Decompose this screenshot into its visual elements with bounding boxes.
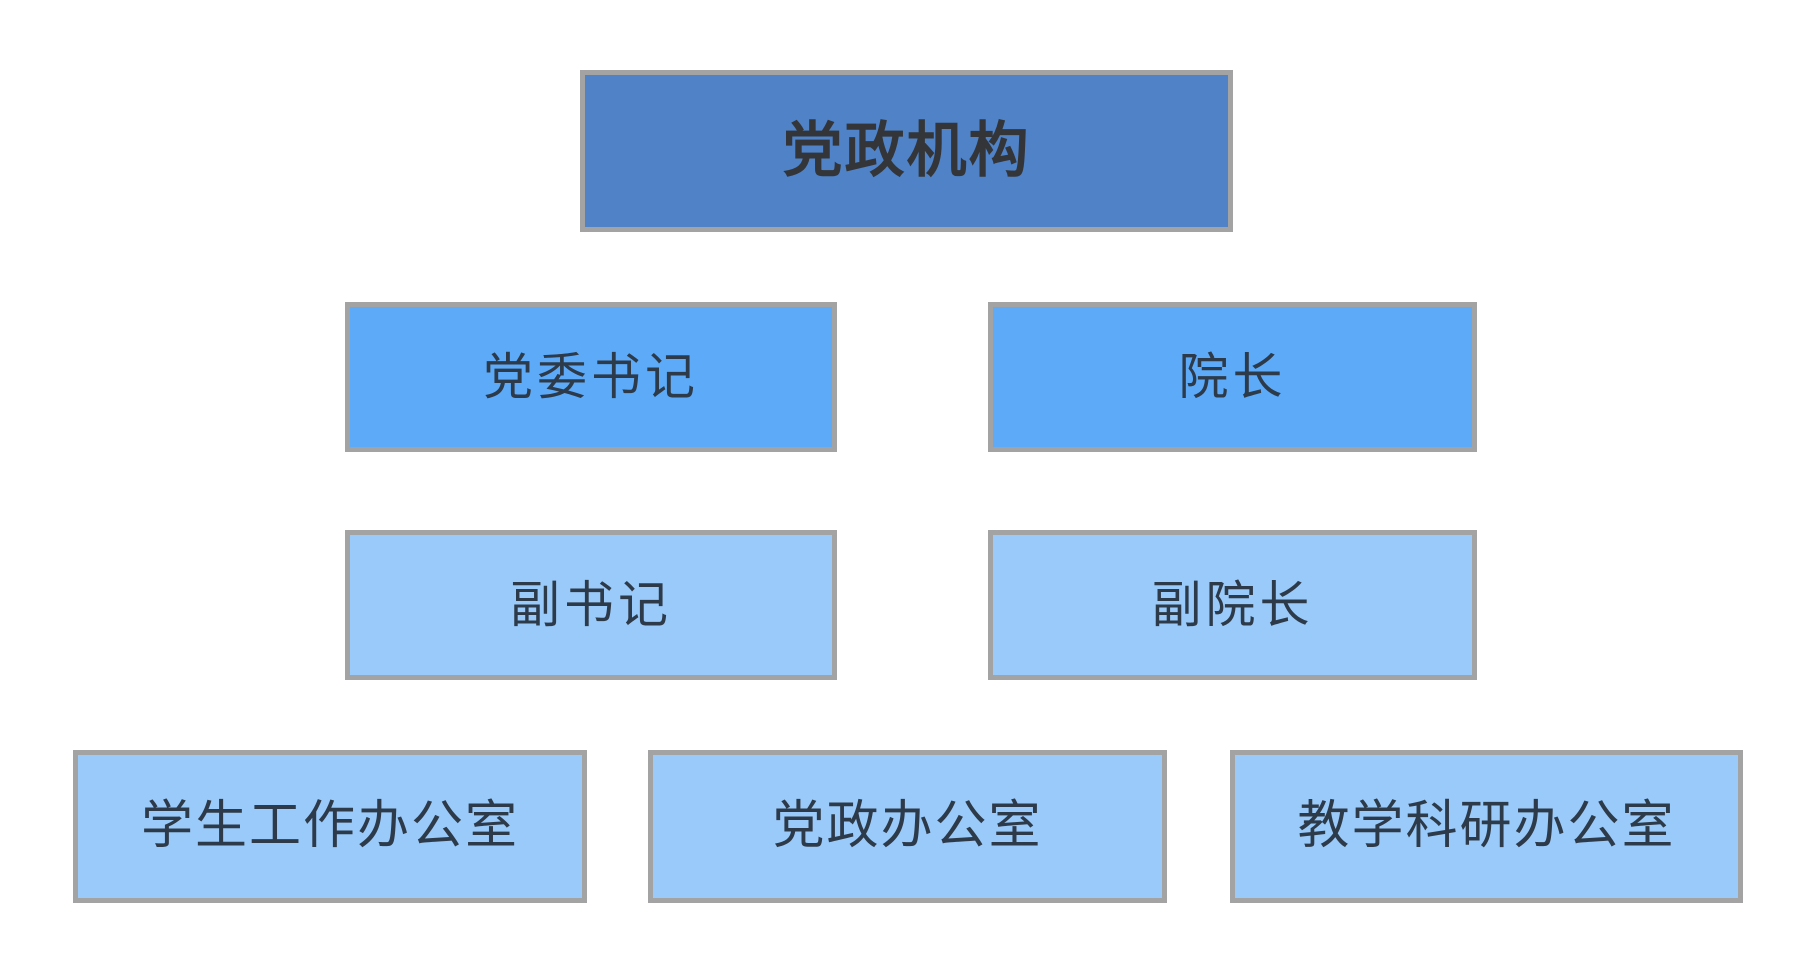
org-node-teaching-research-office: 教学科研办公室 bbox=[1230, 750, 1743, 903]
org-node-party-committee-secretary: 党委书记 bbox=[345, 302, 837, 452]
org-node-label: 党政办公室 bbox=[772, 797, 1043, 855]
org-node-student-affairs-office: 学生工作办公室 bbox=[73, 750, 587, 903]
org-node-label: 副书记 bbox=[510, 577, 672, 633]
org-node-party-government-organization: 党政机构 bbox=[580, 70, 1233, 232]
org-node-label: 院长 bbox=[1178, 349, 1287, 405]
org-node-label: 学生工作办公室 bbox=[140, 797, 519, 855]
org-node-party-government-office: 党政办公室 bbox=[648, 750, 1167, 903]
org-node-deputy-secretary: 副书记 bbox=[345, 530, 837, 680]
org-node-dean: 院长 bbox=[988, 302, 1477, 452]
org-node-label: 副院长 bbox=[1151, 577, 1314, 633]
org-node-label: 教学科研办公室 bbox=[1297, 797, 1676, 855]
org-node-label: 党委书记 bbox=[483, 349, 699, 405]
org-node-vice-dean: 副院长 bbox=[988, 530, 1477, 680]
org-node-label: 党政机构 bbox=[782, 117, 1031, 184]
